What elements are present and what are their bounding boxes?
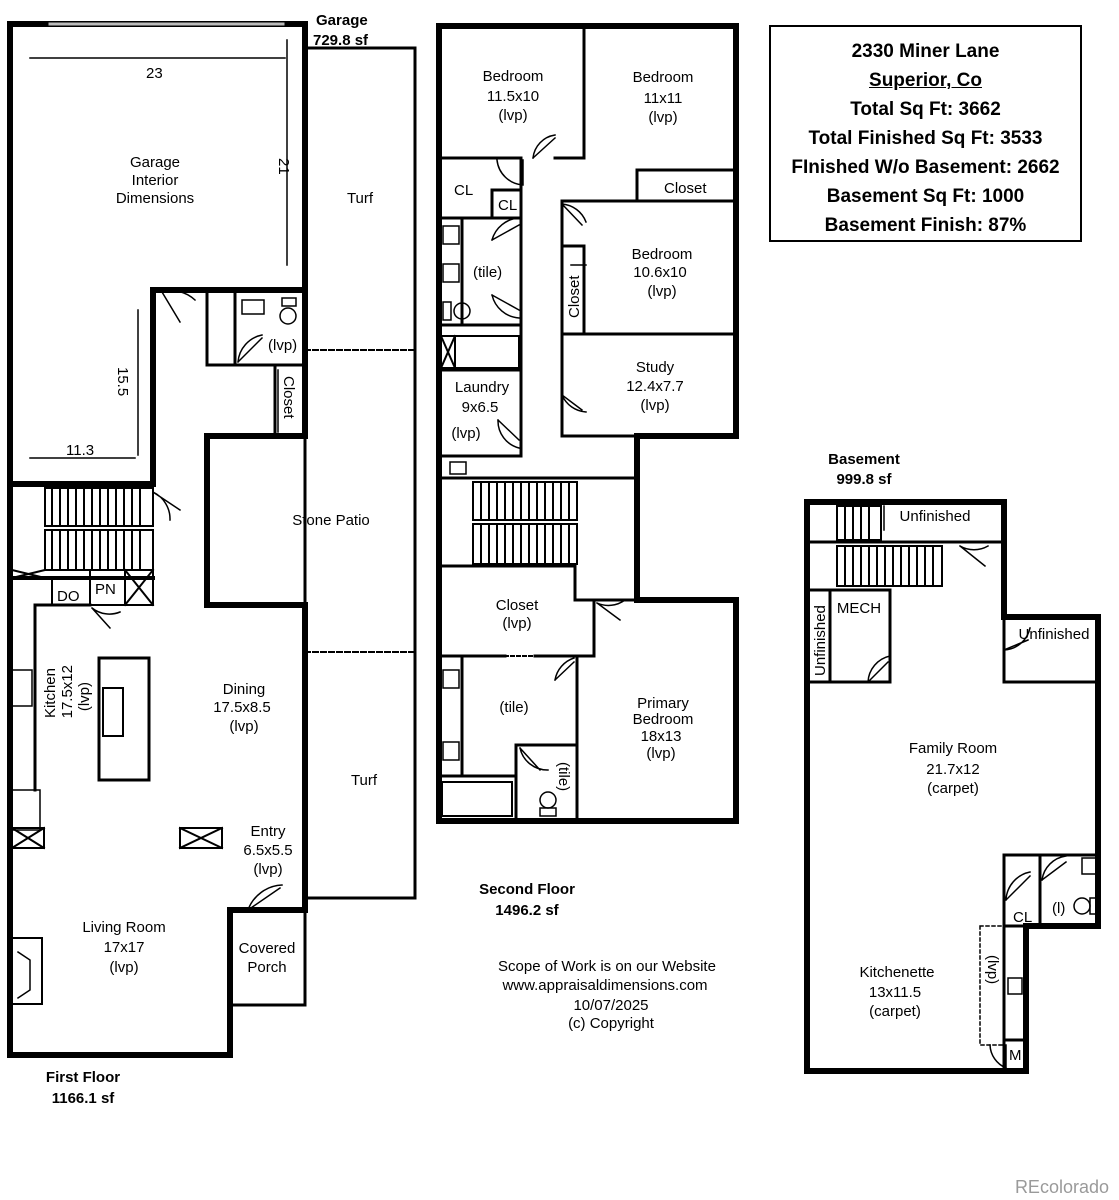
basement-finish: Basement Finish: 87% [824,215,1027,236]
entry-floor: (lvp) [253,861,282,878]
watermark: REcolorado [1014,1177,1109,1197]
first-floor-outer-wall [7,21,308,487]
entry-name: Entry [250,823,286,840]
basement-lvp: (lvp) [984,955,1001,984]
turf-upper: Turf [347,190,374,207]
porch-2: Porch [247,959,286,976]
scope-text: Scope of Work is on our Website [498,958,716,975]
bedroom1-dims: 11.5x10 [487,88,539,105]
bedroom2-dims: 11x11 [644,90,683,107]
finished-without-basement: FInished W/o Basement: 2662 [791,157,1060,178]
m-label: M [1009,1047,1022,1064]
unfinished-left: Unfinished [812,605,829,676]
primary-dims: 18x13 [641,728,682,745]
mech-label: MECH [837,600,881,617]
bedroom2-floor: (lvp) [648,109,677,126]
primary-name-2: Bedroom [633,711,694,728]
living-dims: 17x17 [104,939,145,956]
total-sq-ft: Total Sq Ft: 3662 [850,99,1001,120]
second-floor-title: Second Floor [479,881,575,898]
kitchenette-name: Kitchenette [859,964,934,981]
kitchen-floor: (lvp) [76,682,93,711]
cl-1: CL [454,182,473,199]
first-floor-title: First Floor [46,1069,120,1086]
bath-l: (l) [1052,900,1065,917]
dim-23: 23 [146,65,163,82]
dim-15-5: 15.5 [114,367,131,396]
bedroom2-name: Bedroom [633,69,694,86]
website-text: www.appraisaldimensions.com [501,977,707,994]
property-info-box: 2330 Miner Lane Superior, Co Total Sq Ft… [769,25,1082,242]
basement-outer-wall [804,499,1101,1074]
laundry-name: Laundry [455,379,510,396]
kitchen-dims: 17.5x12 [59,665,76,718]
bedroom1-name: Bedroom [483,68,544,85]
study-dims: 12.4x7.7 [626,378,684,395]
living-name: Living Room [82,919,165,936]
shower-tile: (tile) [555,762,572,791]
living-floor: (lvp) [109,959,138,976]
primary-name-1: Primary [637,695,689,712]
laundry-floor: (lvp) [451,425,480,442]
kitchenette-dims: 13x11.5 [869,984,921,1001]
second-floor-outer-wall [436,23,739,824]
unfinished-right: Unfinished [1019,626,1090,643]
porch-1: Covered [239,940,296,957]
kitchenette-floor: (carpet) [869,1003,921,1020]
second-floor-area: 1496.2 sf [495,902,559,919]
basement-title: Basement [828,451,900,468]
closet-first: Closet [280,376,297,419]
closet-bedroom3: Closet [566,275,583,318]
stone-patio: Stone Patio [292,512,370,529]
garage-area: 729.8 sf [313,32,369,49]
cl-2: CL [498,197,517,214]
laundry-dims: 9x6.5 [462,399,499,416]
half-bath-floor: (lvp) [268,337,297,354]
basement-sq-ft: Basement Sq Ft: 1000 [826,186,1025,207]
property-city: Superior, Co [869,70,982,91]
turf-lower: Turf [351,772,378,789]
family-dims: 21.7x12 [926,761,979,778]
closet-bedroom2: Closet [664,180,707,197]
study-name: Study [636,359,675,376]
bedroom3-floor: (lvp) [647,283,676,300]
property-address: 2330 Miner Lane [851,41,1000,62]
dining-name: Dining [223,681,266,698]
primary-floor: (lvp) [646,745,675,762]
total-finished-sq-ft: Total Finished Sq Ft: 3533 [808,128,1043,149]
study-floor: (lvp) [640,397,669,414]
dim-21: 21 [275,158,292,175]
garage-label-1: Garage [130,154,180,171]
primary-bath-tile: (tile) [499,699,528,716]
closet-lvp-floor: (lvp) [502,615,531,632]
bedroom1-floor: (lvp) [498,107,527,124]
family-floor: (carpet) [927,780,979,797]
dining-dims: 17.5x8.5 [213,699,271,716]
closet-lvp-name: Closet [496,597,539,614]
dining-floor: (lvp) [229,718,258,735]
entry-dims: 6.5x5.5 [243,842,292,859]
basement-area: 999.8 sf [836,471,892,488]
family-name: Family Room [909,740,997,757]
unfinished-top: Unfinished [900,508,971,525]
do-label: DO [57,588,80,605]
garage-title: Garage [316,12,368,29]
dim-11-3: 11.3 [66,442,94,459]
bedroom3-dims: 10.6x10 [633,264,686,281]
bedroom3-name: Bedroom [632,246,693,263]
copyright-text: (c) Copyright [568,1015,655,1032]
date-text: 10/07/2025 [573,997,648,1014]
bath-tile: (tile) [473,264,502,281]
cl-basement: CL [1013,909,1032,926]
garage-label-3: Dimensions [116,190,194,207]
garage-label-2: Interior [132,172,179,189]
kitchen-name: Kitchen [42,668,59,718]
pn-label: PN [95,581,116,598]
first-floor-house-wall [7,287,308,1058]
first-floor-area: 1166.1 sf [52,1090,116,1107]
